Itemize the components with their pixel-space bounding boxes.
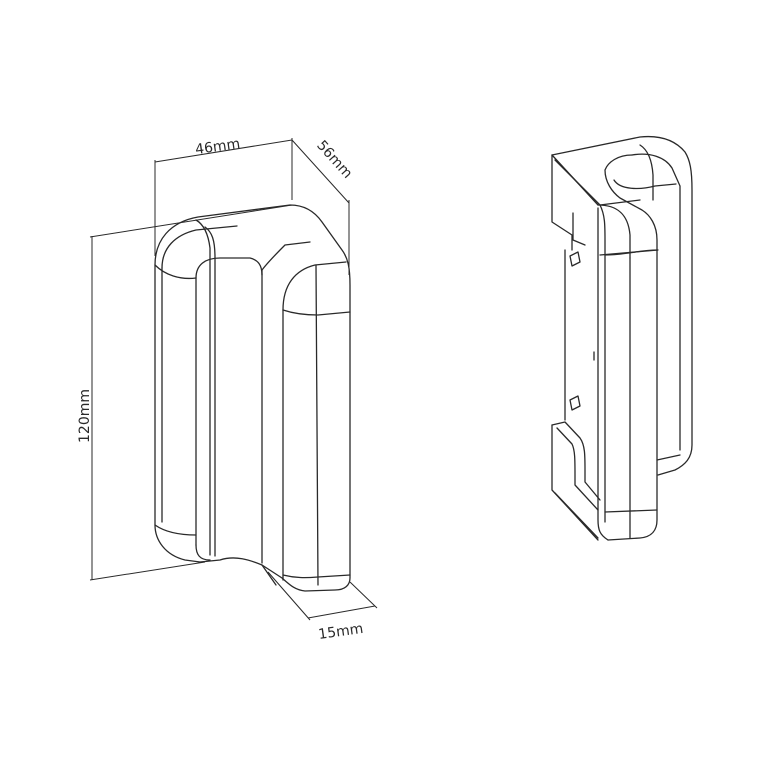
rear-view-holder [551, 135, 693, 541]
extension-line [89, 204, 293, 238]
depth-label: 56mm [313, 138, 355, 182]
extension-line [267, 571, 311, 621]
dimension-lines [89, 138, 378, 621]
extension-line [89, 561, 206, 581]
dimension-labels: 46mm 56mm 120mm 15mm [77, 136, 364, 643]
front-view-holder [154, 204, 351, 592]
clip-tab-icon [569, 395, 581, 411]
thickness-label: 15mm [317, 621, 364, 643]
width-dimension-line [154, 139, 293, 163]
height-label: 120mm [77, 389, 93, 443]
extension-line [349, 581, 378, 609]
width-label: 46mm [194, 136, 241, 158]
clip-tab-icon [569, 251, 581, 267]
depth-dimension-line [291, 139, 350, 204]
thickness-dimension-line [307, 605, 376, 619]
